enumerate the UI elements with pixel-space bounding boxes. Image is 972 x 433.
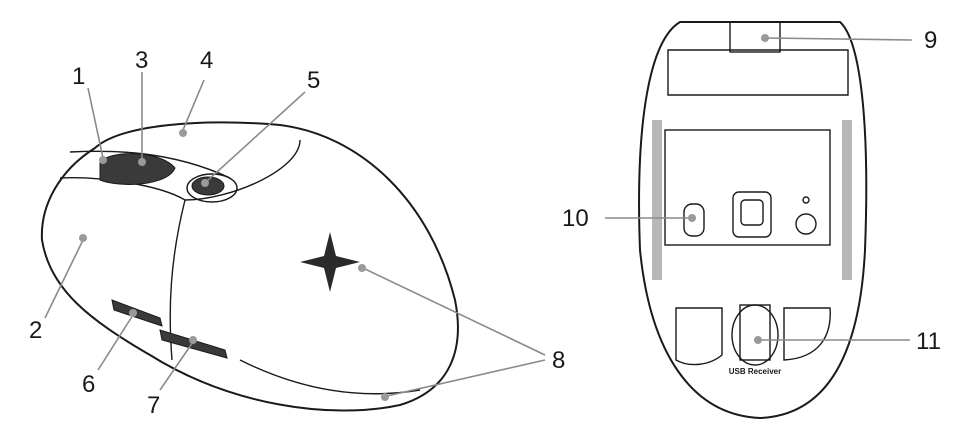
leader-lines: [44, 34, 913, 401]
callout-2: 2: [29, 317, 42, 344]
usb-receiver-label: USB Receiver: [729, 367, 781, 376]
mouse-top-view: [40, 121, 459, 412]
callout-3: 3: [135, 47, 148, 74]
callout-4: 4: [200, 47, 213, 74]
callout-8: 8: [552, 347, 565, 374]
callout-1: 1: [72, 63, 85, 90]
callout-9: 9: [924, 27, 937, 54]
callout-numbers: 1 3 4 5 2 6 7 8 9 10 11: [29, 27, 941, 419]
callout-7: 7: [147, 392, 160, 419]
scroll-wheel: [99, 153, 176, 185]
logo-star: [300, 232, 360, 292]
callout-6: 6: [82, 371, 95, 398]
callout-10: 10: [562, 205, 589, 232]
side-button-2: [159, 329, 228, 359]
callout-5: 5: [307, 67, 320, 94]
callout-11: 11: [916, 328, 941, 355]
mouse-bottom-view: USB Receiver: [638, 21, 868, 420]
